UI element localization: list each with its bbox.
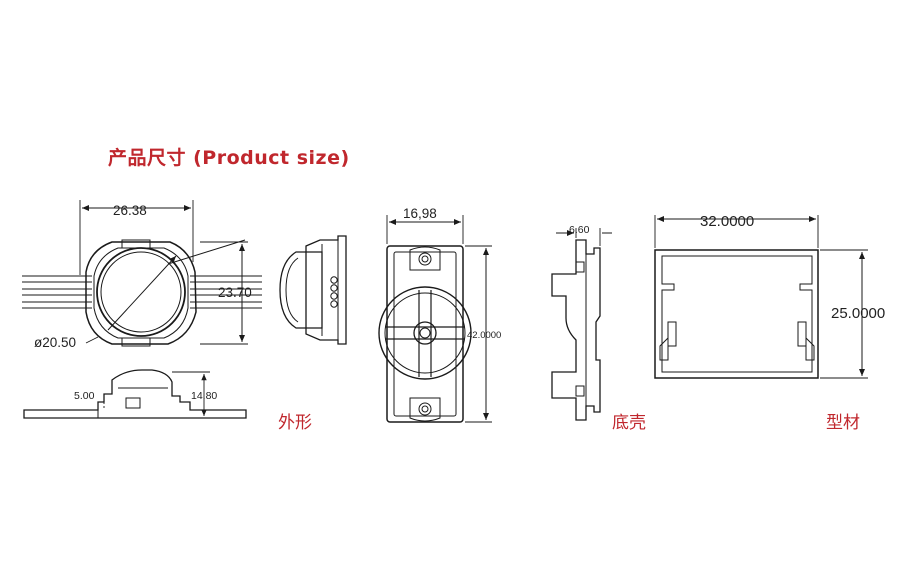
dim-lens-diameter: ø20.50: [34, 335, 76, 350]
dim-profile-width: 32.0000: [700, 213, 754, 230]
extrusion-profile-view: [654, 215, 868, 379]
dim-profile-height: 25.0000: [831, 305, 885, 322]
module-side-view: [23, 369, 247, 419]
base-shell-side-view: [551, 228, 612, 421]
dim-base-length: 42.0000: [467, 330, 501, 341]
caption-base-shell: 底壳: [612, 413, 646, 433]
page-title: 产品尺寸 (Product size): [108, 147, 350, 169]
dim-top-width: 26.38: [113, 203, 147, 218]
dim-side-high: 14.80: [191, 390, 217, 402]
caption-profile: 型材: [826, 413, 860, 433]
base-shell-view: [378, 215, 492, 423]
module-top-view: [22, 200, 262, 347]
dim-base-width: 16,98: [403, 206, 437, 221]
caption-appearance: 外形: [278, 413, 312, 433]
dim-side-low: 5.00: [74, 390, 95, 402]
dim-shell-thickness: 6.60: [569, 224, 590, 236]
dim-top-height: 23.70: [218, 285, 252, 300]
module-profile-view: [279, 235, 347, 345]
